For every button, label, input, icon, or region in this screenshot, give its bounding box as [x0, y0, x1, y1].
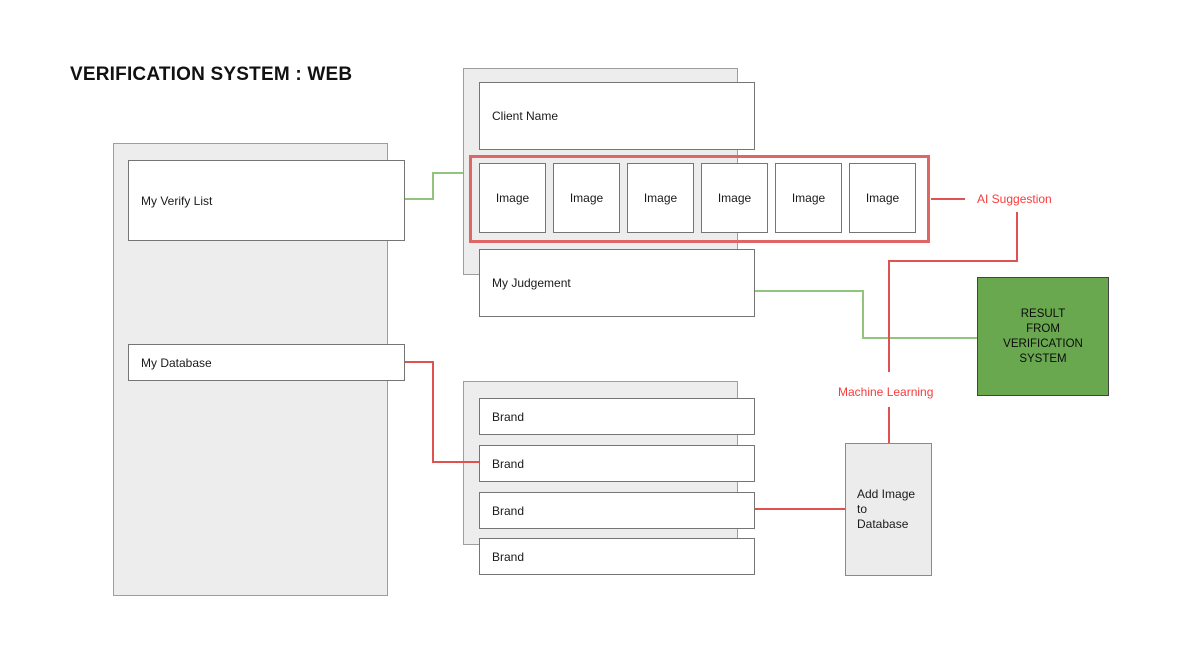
result-box: RESULT FROM VERIFICATION SYSTEM: [977, 277, 1109, 396]
connector-ml-upper-v: [888, 260, 890, 372]
my-judgement-box: My Judgement: [479, 249, 755, 317]
image-label: Image: [569, 191, 604, 205]
connector-verify-to-client-h2: [432, 172, 463, 174]
client-name-label: Client Name: [492, 109, 559, 123]
image-label: Image: [495, 191, 530, 205]
brand-label: Brand: [492, 456, 525, 471]
connector-judgement-to-result-h2: [862, 337, 977, 339]
connector-judgement-to-result-v: [862, 290, 864, 339]
connector-database-to-brand-v: [432, 361, 434, 463]
my-judgement-label: My Judgement: [492, 276, 571, 290]
connector-brand-to-add-image: [755, 508, 845, 510]
brand-box: Brand: [479, 492, 755, 529]
image-thumbnail: Image: [701, 163, 768, 233]
ai-suggestion-frame: [469, 155, 930, 243]
connector-frame-to-ai-suggestion: [931, 198, 965, 200]
image-thumbnail: Image: [479, 163, 546, 233]
brand-label: Brand: [492, 409, 525, 424]
add-image-to-database-label: Add Image to Database: [857, 487, 916, 531]
client-name-box: Client Name: [479, 82, 755, 150]
image-label: Image: [791, 191, 826, 205]
image-thumbnail: Image: [627, 163, 694, 233]
brand-box: Brand: [479, 445, 755, 482]
my-database-label: My Database: [141, 355, 212, 370]
my-verify-list-label: My Verify List: [141, 193, 213, 208]
image-thumbnail: Image: [849, 163, 916, 233]
brand-box: Brand: [479, 398, 755, 435]
add-image-to-database-box: Add Image to Database: [845, 443, 932, 576]
image-label: Image: [643, 191, 678, 205]
brand-label: Brand: [492, 503, 525, 518]
connector-database-to-brand-h2: [432, 461, 479, 463]
machine-learning-annotation: Machine Learning: [838, 385, 934, 399]
connector-judgement-to-result-h1: [755, 290, 864, 292]
connector-verify-to-client-h1: [405, 198, 434, 200]
page-title: VERIFICATION SYSTEM : WEB: [70, 64, 353, 85]
ai-suggestion-annotation: AI Suggestion: [977, 192, 1052, 206]
my-verify-list-box: My Verify List: [128, 160, 405, 241]
result-label: RESULT FROM VERIFICATION SYSTEM: [1003, 307, 1083, 365]
my-database-box: My Database: [128, 344, 405, 381]
image-thumbnail: Image: [775, 163, 842, 233]
connector-ai-suggestion-down: [1016, 212, 1018, 262]
connector-ai-to-ml-h: [888, 260, 1018, 262]
connector-verify-to-client-v: [432, 172, 434, 200]
image-thumbnail: Image: [553, 163, 620, 233]
brand-box: Brand: [479, 538, 755, 575]
brand-label: Brand: [492, 549, 525, 564]
connector-database-to-brand-h1: [405, 361, 434, 363]
connector-ml-lower-v: [888, 407, 890, 443]
image-label: Image: [865, 191, 900, 205]
image-label: Image: [717, 191, 752, 205]
